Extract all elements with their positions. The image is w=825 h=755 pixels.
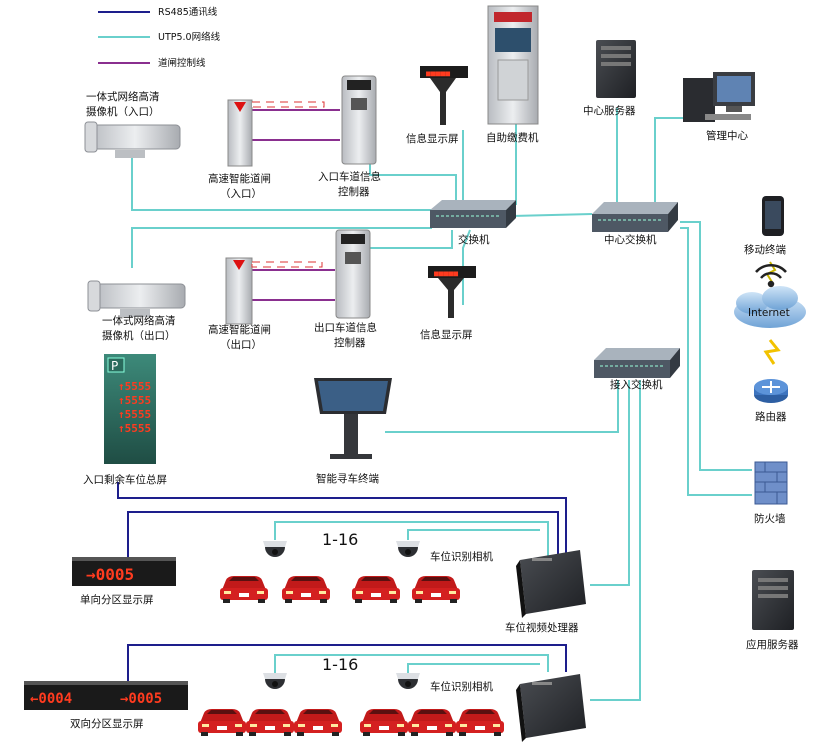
legend-utp: UTP5.0网络线 (158, 31, 221, 43)
router-label: 路由器 (755, 410, 787, 423)
camera-out-label-1: 一体式网络高清 (102, 314, 176, 327)
camera-in-label-2: 摄像机（入口） (86, 105, 160, 118)
bi-zone-led-right: →0005 (120, 691, 162, 707)
dome-camera-icon (396, 673, 420, 689)
total-led-row-1: ↑5555 (118, 380, 151, 393)
rs485-lines (117, 482, 567, 690)
info-screen-in-label: 信息显示屏 (406, 132, 459, 145)
management-pc-icon (683, 72, 755, 122)
lane-controller-in-icon (341, 75, 377, 165)
info-screen-out-label: 信息显示屏 (420, 328, 473, 341)
space-camera-label-2: 车位识别相机 (430, 680, 493, 693)
car-icon (352, 576, 400, 603)
total-screen-label: 入口剩余车位总屏 (83, 473, 167, 486)
gate-out-label-1: 高速智能道闸 (208, 323, 271, 336)
car-icon (198, 709, 246, 736)
mobile-label: 移动终端 (744, 243, 786, 256)
center-server-icon (596, 40, 636, 98)
total-led-row-3: ↑5555 (118, 408, 151, 421)
internet-cloud-icon (734, 286, 806, 328)
access-switch-label: 接入交换机 (610, 378, 663, 391)
car-icon (408, 709, 456, 736)
video-processor-label: 车位视频处理器 (505, 621, 579, 634)
internet-label: Internet (748, 307, 790, 319)
uni-screen-label: 单向分区显示屏 (80, 593, 154, 606)
car-icon (456, 709, 504, 736)
car-icon (220, 576, 268, 603)
info-screen-in-icon: ■■■■■ (420, 66, 468, 125)
car-icon (360, 709, 408, 736)
svg-text:■■■■■: ■■■■■ (434, 269, 458, 278)
kiosk-label: 自助缴费机 (486, 131, 539, 144)
svg-text:■■■■■: ■■■■■ (426, 69, 450, 78)
ctrl-in-label-1: 入口车道信息 (318, 170, 381, 183)
camera-out-label-2: 摄像机（出口） (102, 329, 176, 342)
bi-screen-label: 双向分区显示屏 (70, 717, 144, 730)
range-label-2: 1-16 (322, 655, 358, 674)
app-server-icon (752, 570, 794, 630)
car-icon (294, 709, 342, 736)
car-finder-label: 智能寻车终端 (316, 472, 379, 485)
svg-text:P: P (111, 359, 118, 373)
bi-zone-screen-icon (24, 681, 188, 710)
switch-icon (430, 200, 516, 228)
barrier-gate-in-icon (227, 99, 325, 167)
center-switch-label: 中心交换机 (604, 233, 657, 246)
uni-zone-led: →0005 (86, 565, 134, 584)
ctrl-out-label-2: 控制器 (334, 336, 366, 349)
barrier-gate-out-icon (225, 257, 323, 325)
legend-gate-control: 道闸控制线 (158, 57, 206, 69)
ctrl-out-label-1: 出口车道信息 (314, 321, 377, 334)
video-processor-icon (516, 674, 586, 742)
center-switch-icon (592, 202, 678, 232)
bi-zone-led-left: ←0004 (30, 691, 72, 707)
lane-controller-out-icon (335, 229, 371, 319)
info-screen-out-icon: ■■■■■ (428, 266, 476, 318)
space-camera-label-1: 车位识别相机 (430, 550, 493, 563)
car-icon (282, 576, 330, 603)
dome-camera-icon (263, 673, 287, 689)
gate-control-lines (250, 109, 340, 301)
wifi-icon (755, 263, 787, 288)
firewall-icon (754, 461, 788, 505)
total-led-row-4: ↑5555 (118, 422, 151, 435)
kiosk-icon (487, 5, 539, 125)
car-icon (412, 576, 460, 603)
legend: RS485通讯线 UTP5.0网络线 道闸控制线 (98, 6, 221, 69)
uni-zone-screen-icon (72, 557, 176, 586)
range-label-1: 1-16 (322, 530, 358, 549)
ctrl-in-label-2: 控制器 (338, 185, 370, 198)
camera-in-icon (84, 121, 181, 158)
management-label: 管理中心 (706, 129, 748, 142)
gate-in-label-2: （入口） (220, 188, 262, 200)
firewall-label: 防火墙 (754, 512, 786, 525)
center-server-label: 中心服务器 (583, 104, 636, 117)
access-switch-icon (594, 348, 680, 378)
camera-out-icon (87, 280, 186, 317)
app-server-label: 应用服务器 (746, 638, 799, 651)
car-icon (246, 709, 294, 736)
total-led-row-2: ↑5555 (118, 394, 151, 407)
camera-in-label-1: 一体式网络高清 (86, 90, 160, 103)
mobile-icon (762, 196, 784, 236)
gate-in-label-1: 高速智能道闸 (208, 172, 271, 185)
video-processor-icon (516, 550, 586, 618)
car-finder-terminal-icon (314, 378, 392, 459)
legend-rs485: RS485通讯线 (158, 6, 218, 18)
dome-camera-icon (263, 541, 287, 557)
router-icon (754, 379, 788, 403)
dome-camera-icon (396, 541, 420, 557)
switch-label: 交换机 (458, 233, 490, 246)
total-space-screen-icon: P (104, 354, 156, 464)
gate-out-label-2: （出口） (220, 338, 262, 351)
